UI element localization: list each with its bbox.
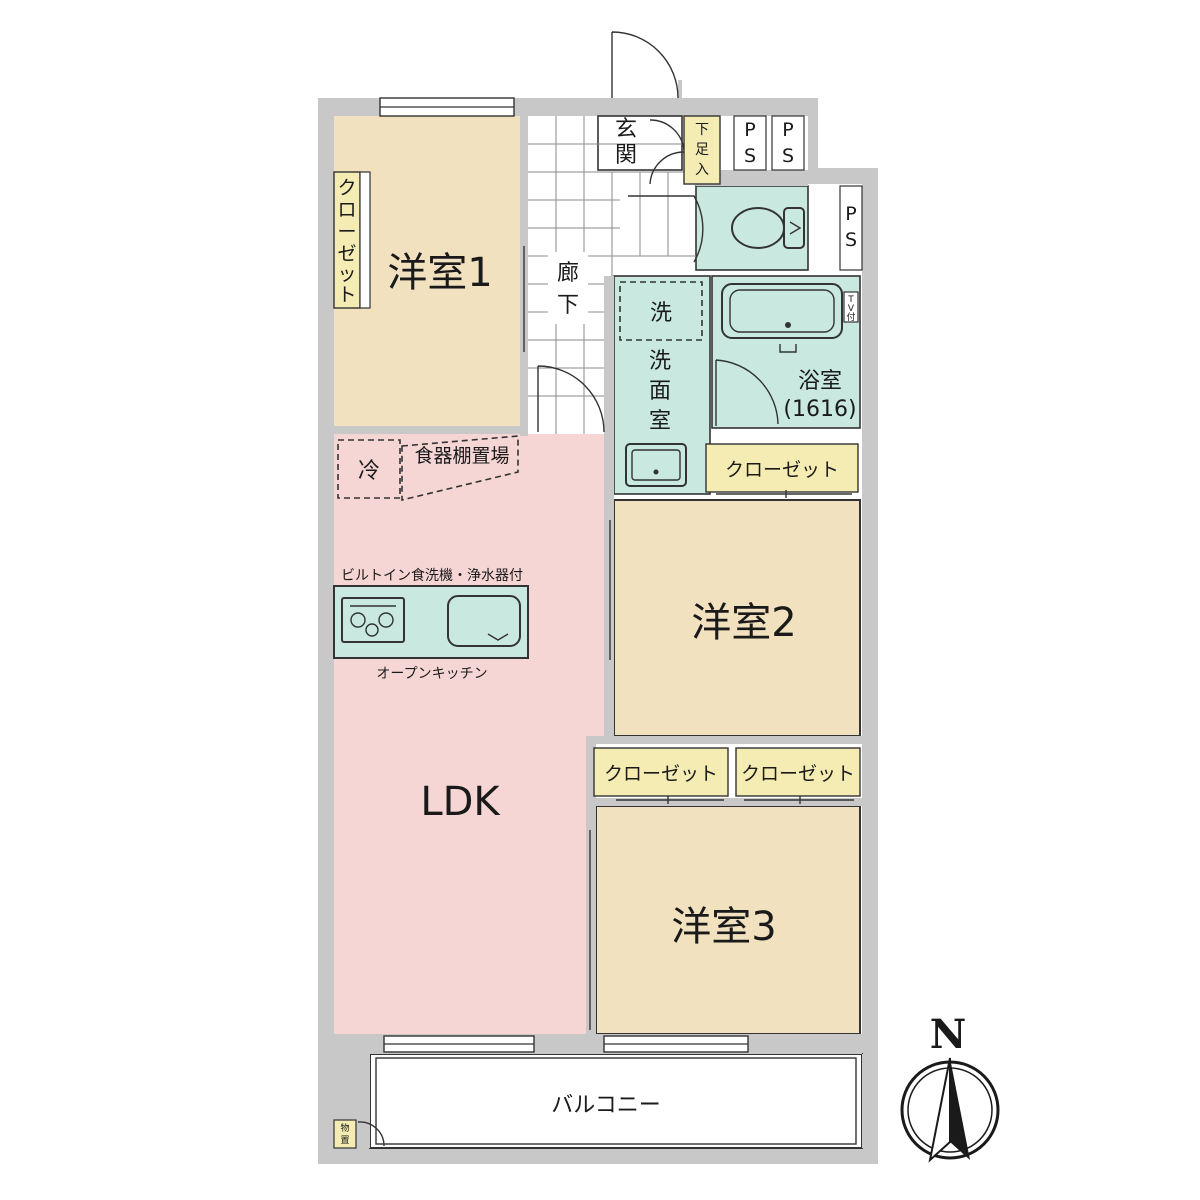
cooktop-burners — [350, 605, 396, 637]
pipe-shafts: P S P S P S — [733, 115, 863, 271]
toilet-door-swing — [628, 195, 704, 263]
ps-3-p: P — [845, 203, 856, 225]
front-door-swing — [611, 31, 679, 99]
storage-label-2: 置 — [340, 1135, 349, 1146]
bath-faucet — [779, 344, 797, 353]
svg-text:V: V — [848, 304, 855, 314]
washbasin — [625, 443, 687, 487]
room2-left-closet — [593, 747, 729, 797]
washroom-label-2: 面 — [649, 379, 671, 404]
western-room-3-label: 洋室3 — [671, 904, 776, 950]
window-room1-west — [359, 171, 371, 309]
western-room-1-label: 洋室1 — [387, 250, 492, 296]
room2-left-closet-label: クローゼット — [604, 763, 718, 785]
bath-drain — [785, 322, 791, 328]
bathtub-inner — [729, 289, 835, 333]
compass-needle-light — [928, 1057, 951, 1163]
shoe-box-label-1: 下 — [695, 122, 709, 138]
bath-label: 浴室 — [798, 369, 842, 394]
entrance-inner-door — [649, 119, 685, 185]
ps-2-p: P — [782, 119, 793, 141]
corridor-label-2: 下 — [557, 293, 579, 318]
svg-text:ッ: ッ — [337, 263, 356, 285]
bath-tv — [843, 291, 859, 323]
ldk-door-swing — [537, 365, 605, 433]
svg-text:ロ: ロ — [337, 199, 356, 221]
ldk-floor — [334, 434, 604, 1034]
western-room-2-label: 洋室2 — [691, 600, 796, 646]
fridge-label: 冷 — [358, 459, 380, 484]
svg-text:ー: ー — [337, 221, 356, 243]
compass-north-label: N — [930, 1011, 967, 1058]
kitchen-note: ビルトイン食洗機・浄水器付 — [341, 567, 523, 584]
balcony-label: バルコニー — [551, 1093, 661, 1118]
kitchen-label: オープンキッチン — [376, 666, 487, 682]
bath-door-swing — [715, 359, 779, 426]
cupboard-space — [401, 435, 519, 502]
entrance-label-2: 関 — [615, 143, 637, 168]
toilet-floor — [695, 185, 809, 271]
washroom-label-3: 室 — [649, 409, 671, 434]
room-floors — [333, 115, 863, 1149]
washer-space — [619, 281, 703, 341]
kitchen-sink — [447, 595, 521, 647]
windows — [359, 97, 749, 1053]
toilet-fixture — [731, 207, 805, 249]
washbasin-bowl — [631, 449, 681, 481]
doors — [357, 31, 779, 1147]
bathtub — [721, 283, 843, 339]
svg-text:ゼ: ゼ — [337, 243, 356, 265]
corridor-label-mask — [548, 252, 588, 324]
compass: N — [900, 1011, 1000, 1163]
corridor-label-1: 廊 — [557, 261, 579, 286]
fridge-space — [337, 439, 401, 499]
room2-right-closet — [735, 747, 861, 797]
entrance-label-1: 玄 — [615, 117, 637, 142]
storage-label-1: 物 — [340, 1122, 349, 1134]
bath-size-label: (1616) — [783, 397, 856, 422]
ps-1-p: P — [744, 119, 755, 141]
ldk-label: LDK — [420, 779, 501, 825]
washer-label: 洗 — [650, 301, 672, 326]
storage-unit — [333, 1119, 357, 1149]
svg-text:T: T — [847, 295, 854, 305]
shoe-box — [683, 115, 721, 185]
ps-2-s: S — [782, 145, 794, 167]
kitchen-sink-drain — [487, 633, 509, 641]
western-room-2-floor — [613, 499, 861, 737]
ps-1-s: S — [744, 145, 756, 167]
entrance-floor — [597, 115, 683, 171]
svg-text:ク: ク — [337, 177, 356, 199]
balcony-rail — [375, 1057, 857, 1145]
balcony-floor — [369, 1053, 863, 1149]
ps-3-s: S — [845, 229, 857, 251]
shoe-box-label-2: 足 — [695, 142, 709, 158]
svg-text:付: 付 — [846, 312, 855, 323]
washroom-label-1: 洗 — [649, 349, 671, 374]
cupboard-label: 食器棚置場 — [414, 445, 509, 467]
shoe-box-label-3: 入 — [695, 162, 709, 178]
svg-text:ト: ト — [337, 284, 356, 306]
east-closet-label: クローゼット — [725, 459, 839, 481]
west-closet-floor — [333, 171, 361, 309]
room2-right-closet-label: クローゼット — [741, 763, 855, 785]
washroom-floor — [613, 275, 711, 495]
compass-needle-dark — [950, 1058, 970, 1160]
east-closet — [705, 443, 859, 493]
cooktop — [341, 597, 405, 643]
west-closet-label: ク ロ ー ゼ ッ ト — [337, 177, 356, 306]
western-room-3-floor — [595, 805, 861, 1035]
